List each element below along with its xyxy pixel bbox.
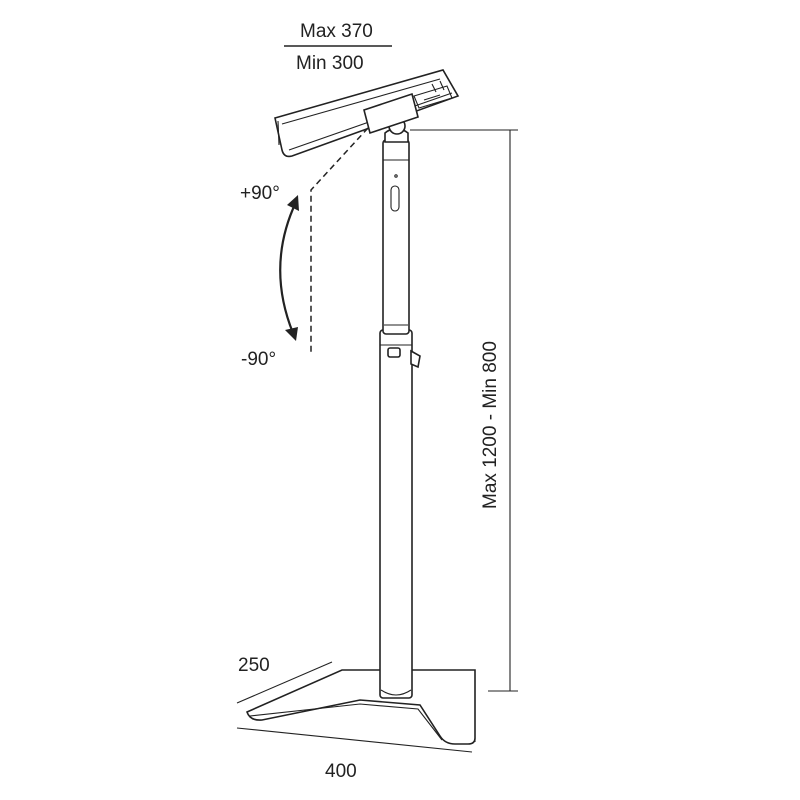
holder-width-min-label: Min 300 — [296, 53, 364, 74]
tilt-reference-line — [310, 127, 369, 355]
tablet-holder — [274, 69, 460, 158]
upper-pole — [382, 139, 410, 335]
height-dimension — [410, 129, 518, 692]
base-depth-label: 250 — [238, 655, 270, 676]
base-plate — [246, 669, 476, 745]
tilt-arc — [279, 195, 299, 341]
base-width-dimension — [236, 727, 473, 753]
tilt-up-label: +90° — [240, 183, 280, 204]
height-range-label: Max 1200 - Min 800 — [480, 341, 501, 509]
base-width-label: 400 — [325, 761, 357, 782]
lower-pole — [379, 329, 413, 699]
height-lock-knob — [387, 347, 421, 369]
base-depth-dimension — [236, 661, 333, 704]
holder-width-max-label: Max 370 — [300, 21, 373, 42]
tilt-down-label: -90° — [241, 349, 276, 370]
